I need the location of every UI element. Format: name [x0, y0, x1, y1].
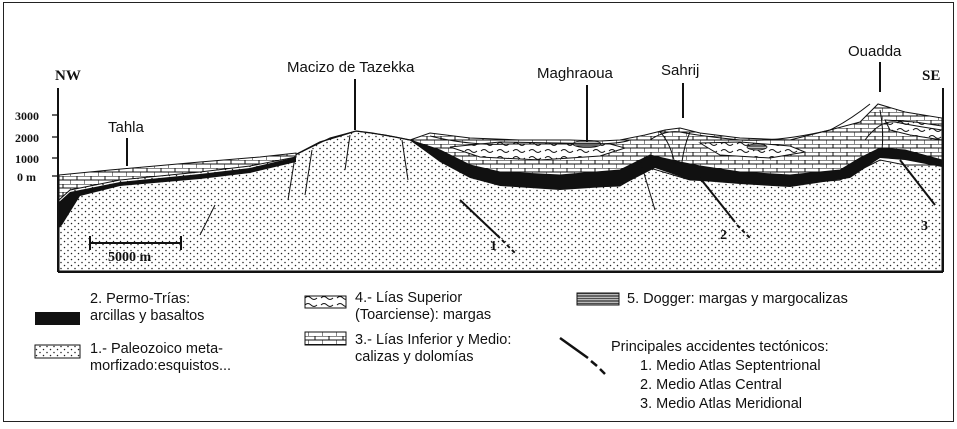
- direction-nw: NW: [55, 69, 81, 84]
- dogger-patch-sahrij: [747, 144, 767, 150]
- peak-maghraoua: Maghraoua: [537, 66, 613, 81]
- legend-lias-inf-line2: calizas y dolomías: [355, 349, 511, 366]
- legend-fault-2: 2. Medio Atlas Central: [640, 377, 782, 394]
- scale-bar-label: 5000 m: [108, 251, 151, 265]
- elevation-0: 0 m: [17, 171, 36, 183]
- elevation-3000: 3000: [15, 110, 39, 122]
- legend-swatch-paleozoic: [35, 345, 80, 358]
- elevation-2000: 2000: [15, 132, 39, 144]
- legend-swatch-dogger: [577, 293, 619, 305]
- legend-fault-1: 1. Medio Atlas Septentrional: [640, 358, 821, 375]
- legend-swatch-lias-inferior: [305, 332, 346, 345]
- legend-fault-3: 3. Medio Atlas Meridional: [640, 396, 802, 413]
- legend-permo-line2: arcillas y basaltos: [90, 308, 204, 325]
- legend-permo-trias: 2. Permo-Trías: arcillas y basaltos: [90, 291, 204, 325]
- legend-lias-sup-line2: (Toarciense): margas: [355, 307, 491, 324]
- legend-lias-sup-line1: 4.- Lías Superior: [355, 290, 491, 307]
- fault-number-3: 3: [921, 220, 928, 234]
- peak-tazekka: Macizo de Tazekka: [287, 60, 414, 75]
- peak-ouadda: Ouadda: [848, 44, 901, 59]
- legend-swatch-fault: [560, 338, 605, 374]
- legend-faults-title: Principales accidentes tectónicos:: [611, 339, 829, 356]
- legend-paleozoic: 1.- Paleozoico meta- morfizado:esquistos…: [90, 341, 231, 375]
- legend-swatch-lias-superior: [305, 296, 346, 308]
- legend-lias-inf-line1: 3.- Lías Inferior y Medio:: [355, 332, 511, 349]
- peak-tahla: Tahla: [108, 120, 144, 135]
- direction-se: SE: [922, 69, 940, 84]
- legend-permo-line1: 2. Permo-Trías:: [90, 291, 204, 308]
- peak-sahrij: Sahrij: [661, 63, 699, 78]
- legend-paleo-line1: 1.- Paleozoico meta-: [90, 341, 231, 358]
- fault-number-1: 1: [490, 240, 497, 254]
- legend-dogger: 5. Dogger: margas y margocalizas: [627, 291, 848, 308]
- fault-number-2: 2: [720, 229, 727, 243]
- legend-lias-superior: 4.- Lías Superior (Toarciense): margas: [355, 290, 491, 324]
- legend-lias-inferior: 3.- Lías Inferior y Medio: calizas y dol…: [355, 332, 511, 366]
- legend-paleo-line2: morfizado:esquistos...: [90, 358, 231, 375]
- elevation-1000: 1000: [15, 153, 39, 165]
- legend-swatch-permo-trias: [35, 312, 80, 325]
